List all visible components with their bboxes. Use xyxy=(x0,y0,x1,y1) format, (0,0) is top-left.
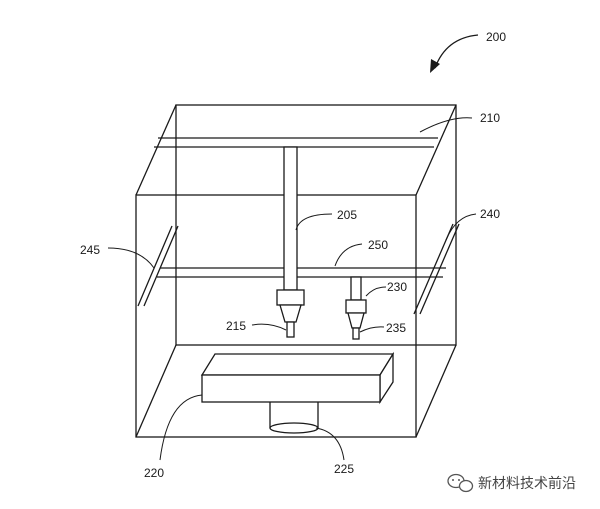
print-head-1-label: 205 xyxy=(337,208,357,222)
platform-base-label: 225 xyxy=(334,462,354,476)
right-side-rail-leader xyxy=(445,213,477,241)
platform-base xyxy=(269,398,319,434)
platform-base-leader xyxy=(315,427,345,461)
figure-arrow xyxy=(434,34,479,69)
top-rail-label: 210 xyxy=(480,111,500,125)
right-side-rail-label: 240 xyxy=(480,207,500,221)
wechat-icon xyxy=(447,473,474,493)
build-platform xyxy=(200,351,395,405)
nozzle-2-leader xyxy=(359,326,385,333)
left-side-rail-leader xyxy=(107,247,155,269)
nozzle-1-leader xyxy=(251,323,287,331)
watermark-text: 新材料技术前沿 xyxy=(478,475,576,492)
enclosure-edge-top-right xyxy=(415,104,457,196)
print-head-2-leader xyxy=(365,286,387,297)
print-head-2 xyxy=(345,276,367,340)
middle-rail xyxy=(157,267,446,278)
enclosure-frame xyxy=(135,104,457,438)
middle-rail-leader xyxy=(334,243,363,267)
middle-rail-label: 250 xyxy=(368,238,388,252)
right-side-rail xyxy=(413,223,460,315)
top-rail-leader xyxy=(419,117,473,133)
print-head-2-label: 230 xyxy=(387,280,407,294)
enclosure-back-face xyxy=(175,104,457,346)
figure-number-label: 200 xyxy=(486,30,506,44)
build-platform-leader xyxy=(159,394,203,461)
figure-arrowhead xyxy=(430,59,440,73)
enclosure-edge-top-left xyxy=(135,104,177,196)
enclosure-edge-bottom-left xyxy=(135,344,177,438)
left-side-rail xyxy=(137,225,179,307)
top-rail xyxy=(154,137,438,148)
build-platform-label: 220 xyxy=(144,466,164,480)
enclosure-edge-bottom-right xyxy=(415,344,457,438)
enclosure-front-face xyxy=(135,194,417,438)
left-side-rail-label: 245 xyxy=(80,243,100,257)
print-head-1-leader xyxy=(295,213,333,231)
print-head-1 xyxy=(276,146,305,338)
nozzle-2-label: 235 xyxy=(386,321,406,335)
nozzle-1-label: 215 xyxy=(226,319,246,333)
watermark: 新材料技术前沿 xyxy=(447,473,576,493)
